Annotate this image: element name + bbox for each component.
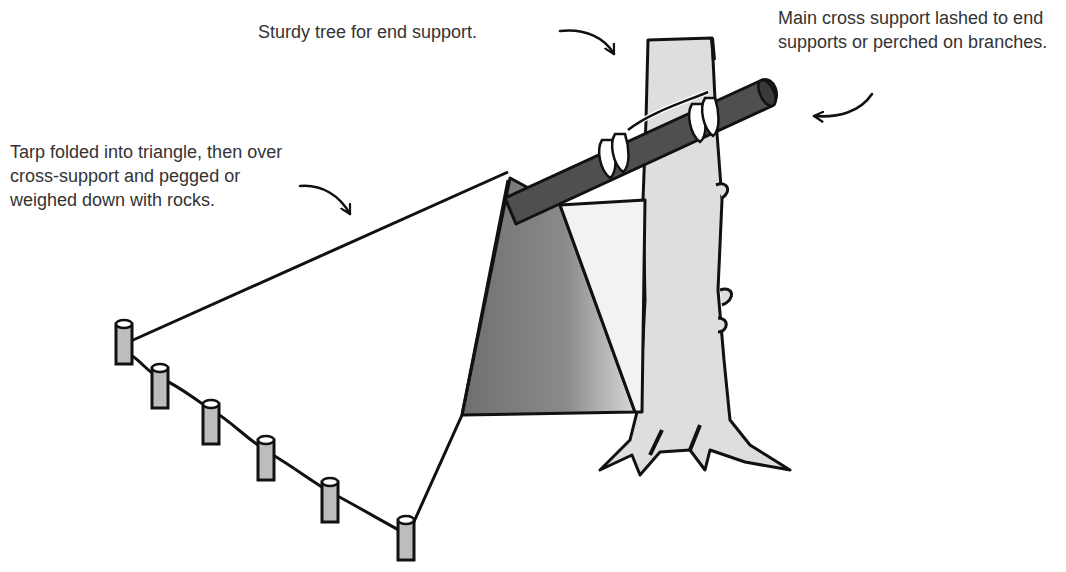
peg bbox=[258, 436, 274, 480]
branch-stub bbox=[720, 289, 732, 305]
peg bbox=[116, 320, 132, 364]
tent-pegs bbox=[116, 320, 414, 560]
leader-arrow bbox=[560, 30, 614, 54]
lashing bbox=[599, 92, 718, 178]
leader-arrows bbox=[300, 30, 872, 214]
callout-label: Main cross support lashed to end support… bbox=[778, 6, 1060, 54]
cross-support-pole bbox=[505, 77, 779, 224]
pole-body bbox=[505, 79, 777, 224]
tree-bark bbox=[712, 38, 714, 60]
tree-root bbox=[650, 425, 700, 455]
tarp-ground-edge bbox=[118, 352, 408, 535]
tarp bbox=[118, 172, 645, 535]
leader-arrow bbox=[300, 186, 350, 214]
peg bbox=[322, 478, 338, 522]
tarp-edge bbox=[408, 180, 508, 535]
branch-stub bbox=[718, 318, 726, 332]
peg bbox=[203, 400, 219, 444]
leader-arrow bbox=[814, 94, 872, 116]
peg bbox=[398, 516, 414, 560]
tarp-light-panel bbox=[560, 200, 645, 412]
peg bbox=[152, 364, 168, 408]
pole-end bbox=[755, 77, 780, 108]
callout-label: Tarp folded into triangle, then over cro… bbox=[10, 140, 292, 212]
branch-stub bbox=[716, 184, 728, 198]
callout-label: Sturdy tree for end support. bbox=[258, 20, 553, 44]
